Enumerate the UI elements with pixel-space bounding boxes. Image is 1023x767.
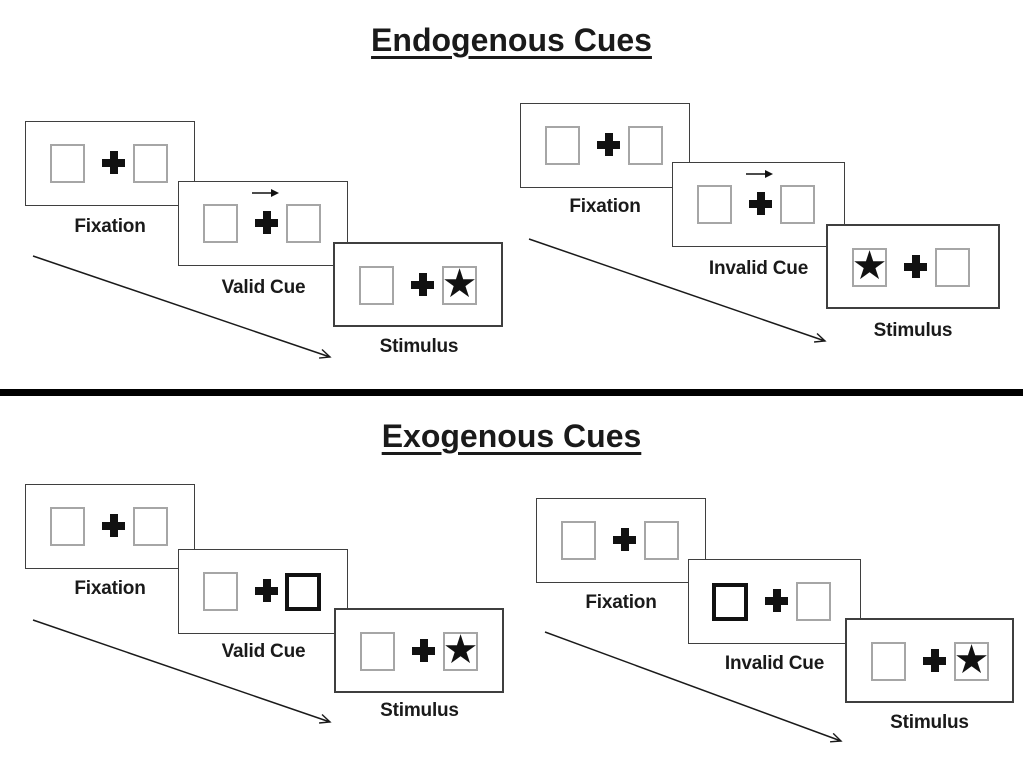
right-box: ★ <box>441 261 478 307</box>
invalid-cue-panel <box>672 162 845 247</box>
right-box: ★ <box>442 627 479 673</box>
panel-label: Fixation <box>74 578 146 599</box>
timeline-arrow-icon <box>544 631 841 741</box>
left-box <box>50 144 85 183</box>
panel-label: Stimulus <box>380 700 459 721</box>
panel-label: Fixation <box>569 196 641 217</box>
right-box <box>133 144 168 183</box>
timeline-arrow-icon <box>32 619 330 722</box>
fixation-panel <box>520 103 690 188</box>
left-box <box>50 507 85 546</box>
left-box <box>871 642 906 681</box>
panel-label: Invalid Cue <box>724 653 825 674</box>
left-box <box>203 204 238 243</box>
left-box <box>697 185 732 224</box>
right-arrow-cue-icon <box>746 170 773 178</box>
fixation-cross-icon <box>102 151 125 174</box>
right-box <box>628 126 663 165</box>
section-title-endogenous: Endogenous Cues <box>371 22 652 58</box>
right-box: ★ <box>953 637 990 683</box>
stimulus-panel: ★ <box>334 608 504 693</box>
fixation-cross-icon <box>923 649 946 672</box>
panel-label: Fixation <box>74 216 146 237</box>
fixation-cross-icon <box>102 514 125 537</box>
right-box <box>286 204 321 243</box>
fixation-panel <box>25 484 195 569</box>
panel-label: Fixation <box>585 592 657 613</box>
stimulus-panel: ★ <box>333 242 503 327</box>
timeline-arrow-icon <box>528 238 825 341</box>
right-box <box>644 521 679 560</box>
left-box <box>359 266 394 305</box>
left-box: ★ <box>851 243 888 289</box>
bold-box-cue <box>285 573 321 611</box>
fixation-cross-icon <box>749 192 772 215</box>
right-box <box>796 582 831 621</box>
fixation-cross-icon <box>597 133 620 156</box>
panel-label: Invalid Cue <box>708 258 809 279</box>
bold-box-cue <box>712 583 748 621</box>
valid-cue-panel <box>178 181 348 266</box>
valid-cue-panel <box>178 549 348 634</box>
section-title-exogenous: Exogenous Cues <box>381 418 642 454</box>
fixation-cross-icon <box>255 579 278 602</box>
timeline-arrow-icon <box>32 255 330 357</box>
panel-label: Stimulus <box>379 336 459 357</box>
stimulus-panel: ★ <box>845 618 1014 703</box>
star-icon: ★ <box>441 261 478 307</box>
left-box <box>203 572 238 611</box>
right-box <box>935 248 970 287</box>
panel-label: Stimulus <box>873 320 953 341</box>
fixation-cross-icon <box>765 589 788 612</box>
left-box <box>545 126 580 165</box>
fixation-cross-icon <box>412 639 435 662</box>
fixation-panel <box>25 121 195 206</box>
left-box <box>360 632 395 671</box>
right-arrow-cue-icon <box>252 189 279 197</box>
fixation-panel <box>536 498 706 583</box>
star-icon: ★ <box>953 637 990 683</box>
panel-label: Valid Cue <box>221 277 306 298</box>
right-box <box>780 185 815 224</box>
panel-label: Valid Cue <box>221 641 306 662</box>
panel-label: Stimulus <box>890 712 969 733</box>
section-divider <box>0 389 1023 396</box>
star-icon: ★ <box>851 243 888 289</box>
star-icon: ★ <box>442 627 479 673</box>
right-box <box>133 507 168 546</box>
fixation-cross-icon <box>411 273 434 296</box>
fixation-cross-icon <box>904 255 927 278</box>
fixation-cross-icon <box>613 528 636 551</box>
left-box <box>561 521 596 560</box>
invalid-cue-panel <box>688 559 861 644</box>
stimulus-panel: ★ <box>826 224 1000 309</box>
fixation-cross-icon <box>255 211 278 234</box>
